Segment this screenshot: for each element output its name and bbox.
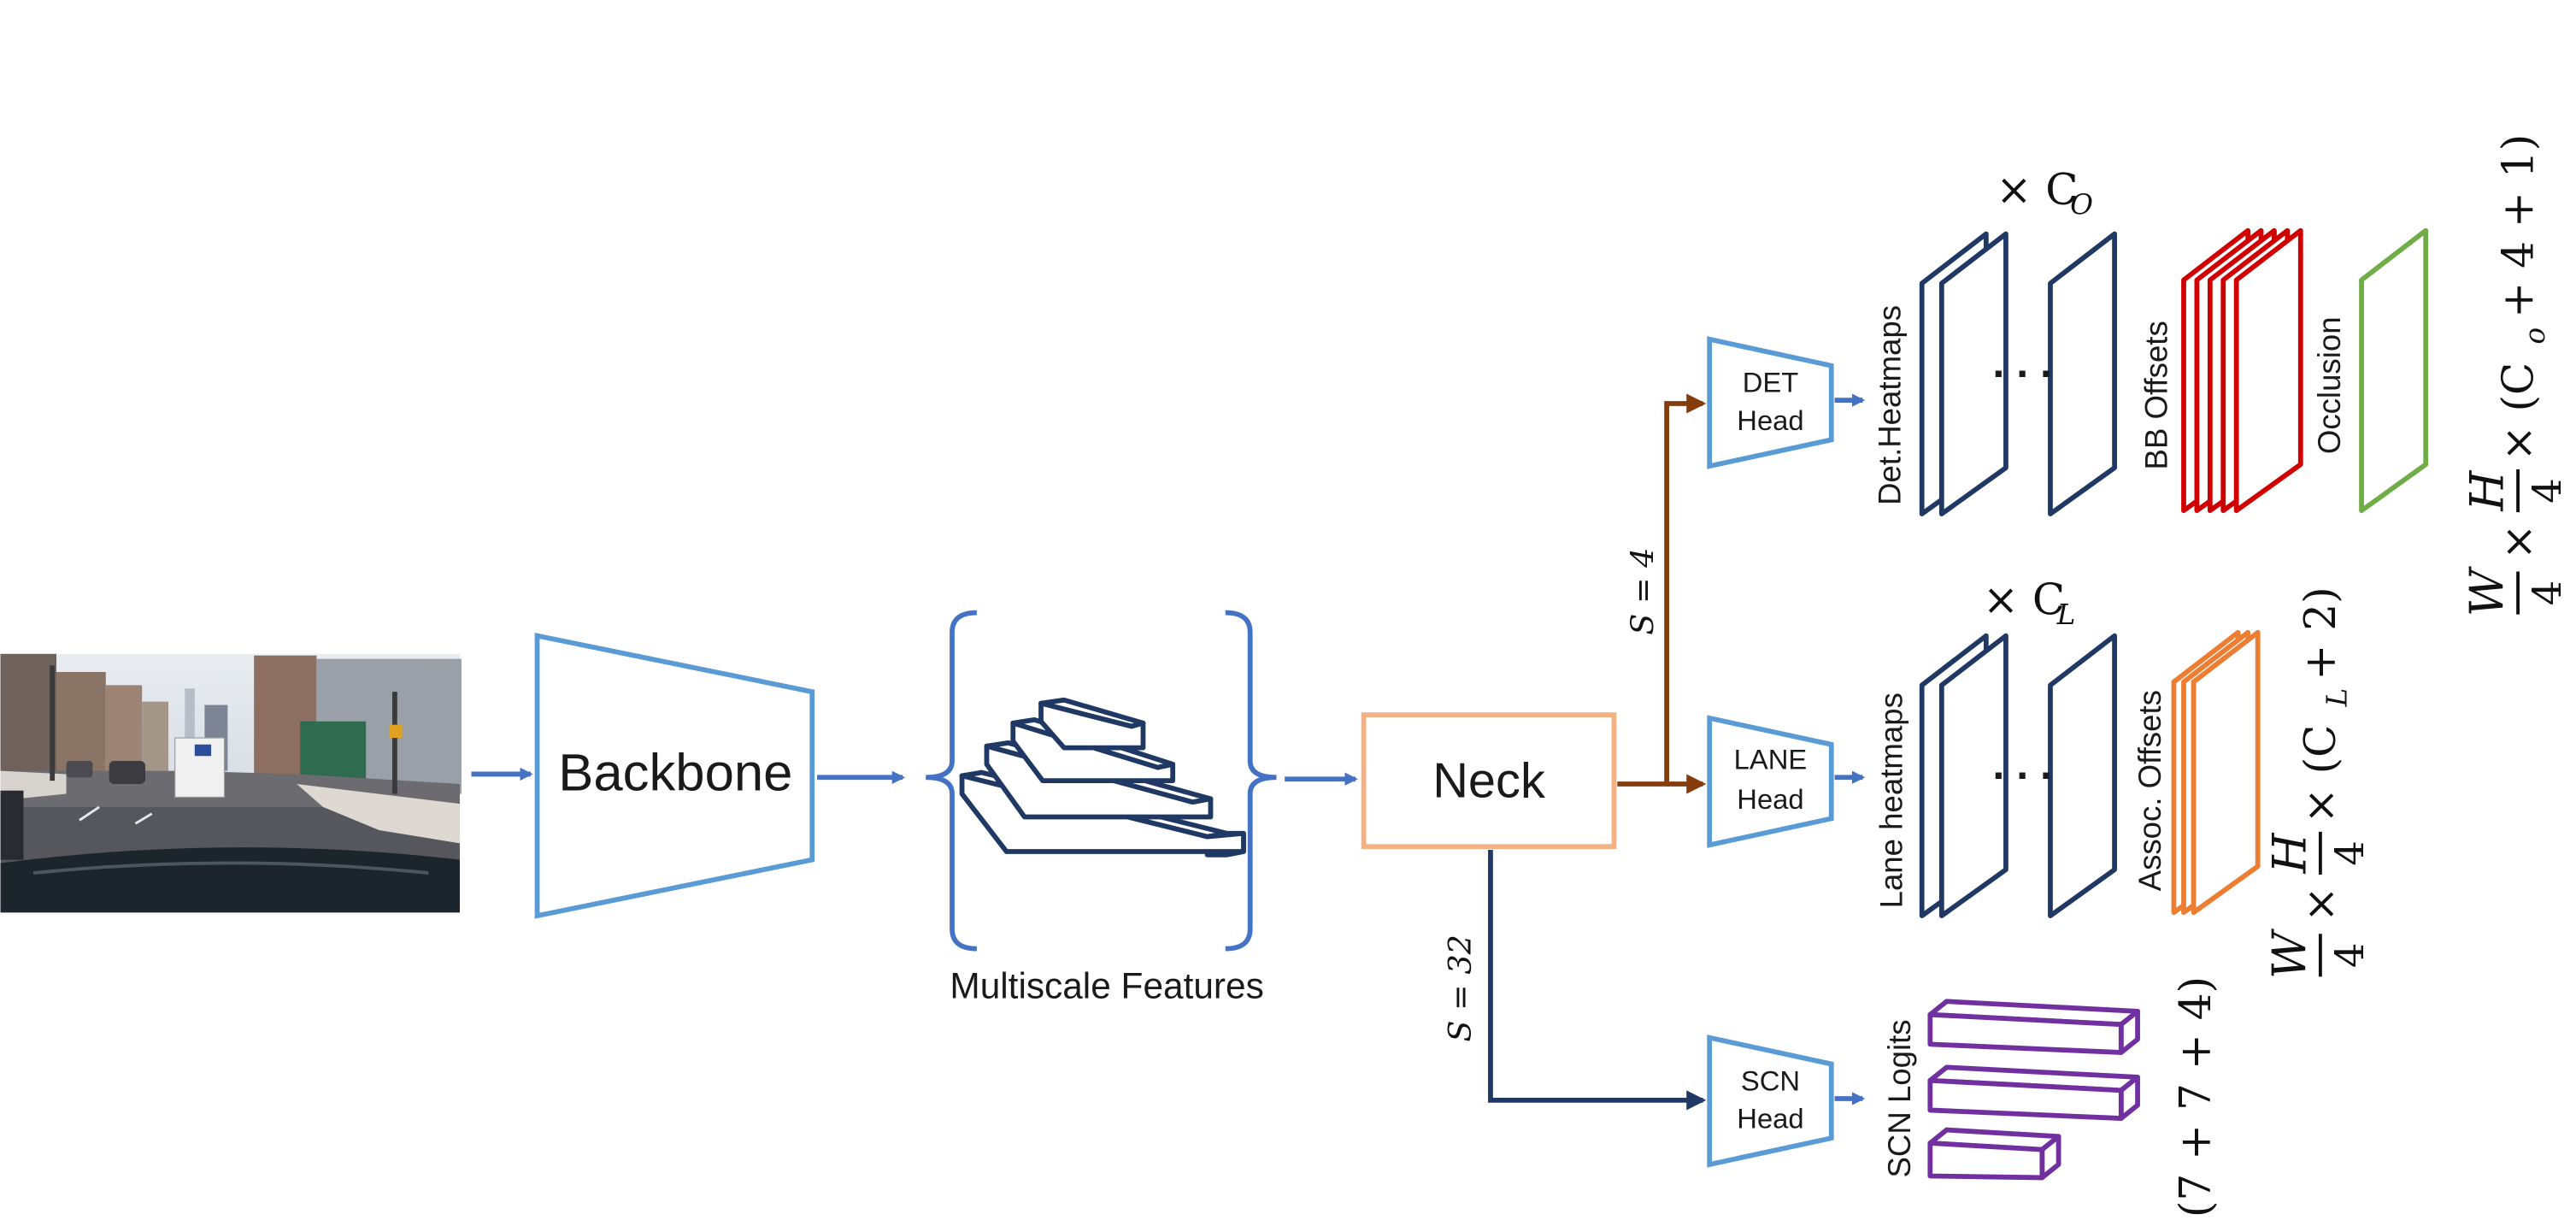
lane-head-label-1: LANE: [1734, 744, 1808, 775]
lane-dim-sub: L: [2321, 688, 2354, 708]
lane-dim-h: H: [2263, 832, 2317, 874]
det-dim-tail: × (C: [2493, 363, 2543, 462]
det-dim-times: ×: [2493, 524, 2543, 560]
lane-c-subscript: L: [2056, 598, 2076, 631]
det-heatmaps-label: Det.Heatmaps: [1873, 305, 1908, 505]
lane-dim-h-den: 4: [2326, 840, 2373, 865]
det-dim-end: + 4 + 1): [2493, 134, 2543, 318]
lane-dim-times: ×: [2296, 887, 2345, 923]
det-ellipsis: . . .: [1992, 339, 2052, 386]
det-head-label-1: DET: [1743, 367, 1798, 398]
backbone-block: Backbone: [534, 633, 815, 919]
det-dim-sub: o: [2519, 327, 2551, 345]
det-dim-h-den: 4: [2524, 478, 2570, 503]
neck-block: Neck: [1361, 712, 1617, 850]
lane-dim-w: W: [2263, 928, 2317, 979]
det-dim-h: H: [2461, 470, 2514, 512]
bb-offsets-stack: [2181, 227, 2303, 514]
stride4-branch: S = 4: [1617, 393, 1707, 794]
det-dim-w: W: [2461, 565, 2514, 616]
multiscale-label: Multiscale Features: [950, 965, 1263, 1005]
lane-times-c: × C: [1983, 575, 2065, 625]
det-c-subscript: O: [2070, 188, 2093, 221]
lane-dim-w-den: 4: [2326, 943, 2373, 968]
scn-logits-label: SCN Logits: [1882, 1019, 1917, 1177]
stride32-label: S = 32: [1442, 934, 1479, 1042]
multiscale-features: Multiscale Features: [926, 610, 1277, 1005]
assoc-offsets-label: Assoc. Offsets: [2132, 690, 2167, 891]
lane-head-label-2: Head: [1737, 783, 1803, 815]
feature-pyramid: [959, 697, 1246, 858]
lane-dim-end: + 2): [2296, 587, 2345, 680]
input-image: [0, 653, 462, 913]
lane-heatmaps-label: Lane heatmaps: [1874, 693, 1909, 908]
det-output-dims: W 4 × H 4 × (C o + 4 + 1): [2461, 134, 2570, 616]
lane-heatmap-stack: [1919, 633, 2117, 919]
det-dim-w-den: 4: [2524, 581, 2570, 605]
det-heatmap-stack: [1919, 231, 2117, 516]
det-head-label-2: Head: [1737, 404, 1803, 436]
det-outputs: Det.Heatmaps . . . × C O BB Offsets Occl…: [1873, 134, 2571, 616]
scn-head-label-1: SCN: [1741, 1064, 1800, 1096]
lane-output-dims: W 4 × H 4 × (C L + 2): [2263, 587, 2373, 979]
right-brace: [1225, 610, 1277, 952]
scn-outputs: SCN Logits (7 + 7 + 4): [1882, 976, 2220, 1217]
det-head: DET Head: [1707, 336, 1834, 469]
occlusion-map: [2359, 227, 2429, 514]
lane-channel-count: × C L: [1983, 575, 2075, 632]
stride32-branch: S = 32: [1442, 850, 1707, 1111]
lane-ellipsis: . . .: [1992, 740, 2052, 788]
stride4-label: S = 4: [1625, 547, 1661, 634]
bb-offsets-label: BB Offsets: [2139, 321, 2174, 469]
lane-head: LANE Head: [1707, 715, 1834, 848]
lane-outputs: Lane heatmaps . . . × C L Assoc. Offsets…: [1874, 575, 2373, 980]
lane-dim-tail: × (C: [2296, 725, 2345, 824]
left-brace: [926, 610, 977, 952]
occlusion-label: Occlusion: [2312, 316, 2347, 454]
scn-head-label-2: Head: [1737, 1103, 1803, 1135]
backbone-label: Backbone: [558, 744, 792, 803]
assoc-offsets-stack: [2171, 629, 2261, 916]
scn-head: SCN Head: [1707, 1035, 1834, 1168]
det-channel-count: × C O: [1996, 165, 2093, 221]
neck-label: Neck: [1432, 753, 1545, 808]
scn-logit-bars: [1927, 999, 2140, 1181]
det-times-c: × C: [1996, 165, 2078, 215]
scn-output-dims: (7 + 7 + 4): [2171, 976, 2220, 1217]
